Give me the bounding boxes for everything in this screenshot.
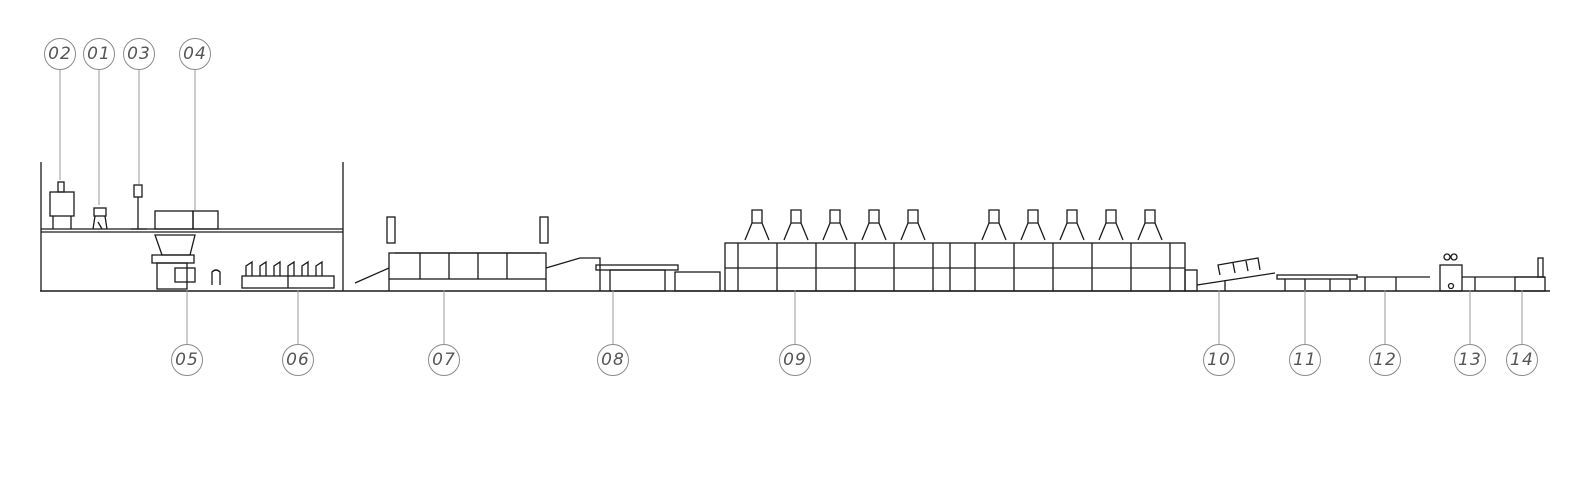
callout-10: 10 xyxy=(1203,344,1235,376)
equipment-13-packaging-machine xyxy=(1439,253,1545,292)
equipment-04-mixer xyxy=(154,210,219,230)
callout-06: 06 xyxy=(282,344,314,376)
equipment-02-mixing-tank xyxy=(49,181,75,229)
callout-07: 07 xyxy=(428,344,460,376)
leader-lines xyxy=(59,70,1523,344)
equipment-09-dryer-bank xyxy=(724,209,1198,292)
callout-01: 01 xyxy=(83,38,115,70)
mezzanine-platform xyxy=(40,162,344,291)
callout-05: 05 xyxy=(171,344,203,376)
callout-04: 04 xyxy=(179,38,211,70)
callout-09: 09 xyxy=(779,344,811,376)
callout-11: 11 xyxy=(1289,344,1321,376)
equipment-01-hopper xyxy=(92,207,108,230)
callout-08: 08 xyxy=(597,344,629,376)
equipment-11-cooling-conveyor xyxy=(1276,274,1358,291)
callout-13: 13 xyxy=(1454,344,1486,376)
callout-02: 02 xyxy=(44,38,76,70)
equipment-06-rolling-unit xyxy=(241,260,335,289)
equipment-05-press xyxy=(151,234,221,290)
callout-12: 12 xyxy=(1369,344,1401,376)
equipment-10-incline-conveyor xyxy=(1196,257,1276,291)
equipment-07-steamer xyxy=(354,216,601,291)
equipment-12-conveyor xyxy=(1357,276,1430,291)
equipment-14-outfeed xyxy=(1514,257,1546,292)
equipment-08-cutter xyxy=(595,264,721,292)
callout-14: 14 xyxy=(1506,344,1538,376)
callout-03: 03 xyxy=(123,38,155,70)
equipment-03-control-stand xyxy=(131,184,147,230)
